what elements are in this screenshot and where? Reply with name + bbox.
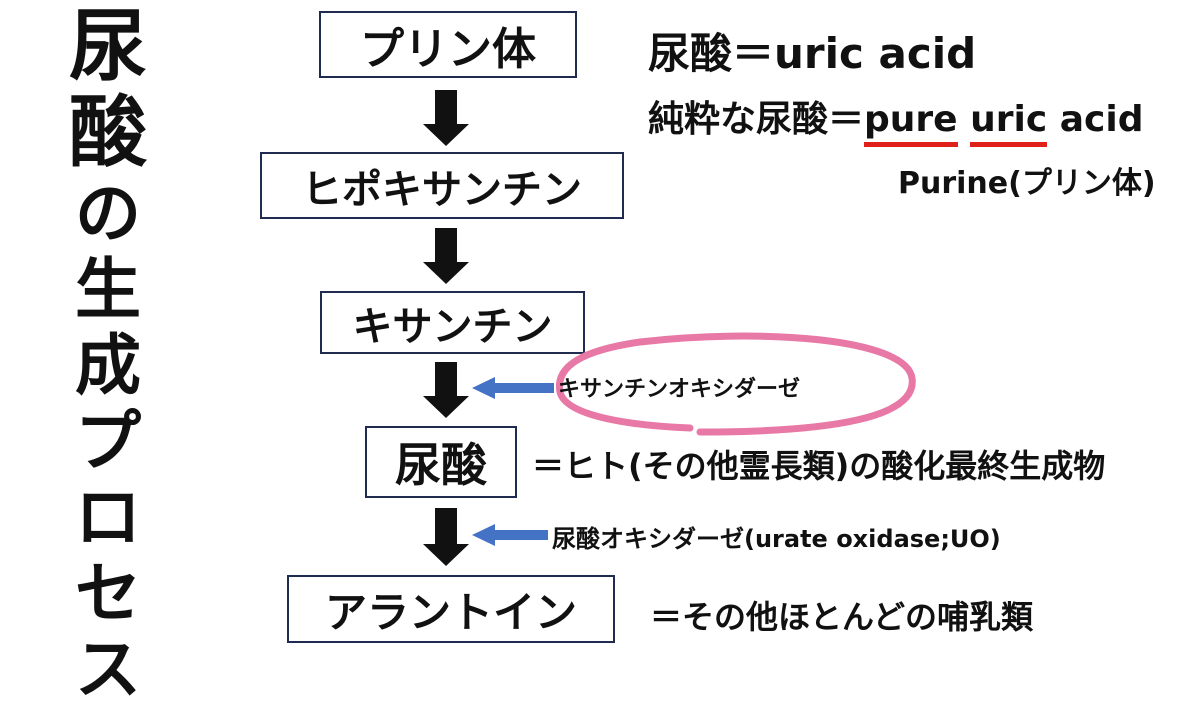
down-arrow-3	[423, 362, 469, 418]
blue-arrow-icon	[472, 524, 548, 546]
down-arrow-1	[423, 90, 469, 146]
blue-arrow-icon	[472, 377, 554, 399]
title-char: プ	[75, 403, 141, 480]
down-arrow-4	[423, 508, 469, 566]
title-char: 酸	[68, 88, 147, 178]
eq2-prefix: 純粋な尿酸＝	[648, 99, 865, 140]
highlight-circle	[556, 332, 916, 436]
xanthine-oxidase-label: キサンチンオキシダーゼ	[558, 377, 801, 402]
title-char: 尿	[68, 2, 147, 92]
allantoin-box: アラントイン	[287, 575, 615, 643]
purine-box: プリン体	[319, 11, 577, 78]
title-char: ロ	[75, 479, 141, 556]
human-endproduct-annotation: ＝ヒト(その他霊長類)の酸化最終生成物	[532, 447, 1106, 485]
vertical-title: 尿 酸 の 生 成 プ ロ セ ス	[58, 4, 158, 708]
eq2-suffix: acid	[1047, 99, 1144, 140]
xanthine-box: キサンチン	[320, 291, 585, 354]
title-char: 成	[75, 327, 141, 404]
pure-uric-acid-definition: 純粋な尿酸＝pure uric acid	[648, 90, 1144, 147]
annotation-overlay	[472, 332, 916, 546]
title-char: の	[75, 175, 141, 252]
urate-oxidase-label: 尿酸オキシダーゼ(urate oxidase;UO)	[552, 525, 1001, 553]
title-char: セ	[75, 555, 141, 632]
uric-underlined: uric	[970, 99, 1048, 147]
purine-note: Purine(プリン体)	[898, 166, 1156, 201]
down-arrow-2	[423, 228, 469, 284]
uric-acid-box: 尿酸	[365, 426, 517, 498]
hypoxanthine-box: ヒポキサンチン	[260, 152, 624, 219]
uric-acid-definition: 尿酸＝uric acid	[648, 29, 977, 78]
pure-underlined: pure	[864, 99, 958, 147]
other-mammals-annotation: ＝その他ほとんどの哺乳類	[650, 598, 1034, 636]
eq2-space	[958, 99, 971, 140]
title-char: 生	[75, 251, 141, 328]
